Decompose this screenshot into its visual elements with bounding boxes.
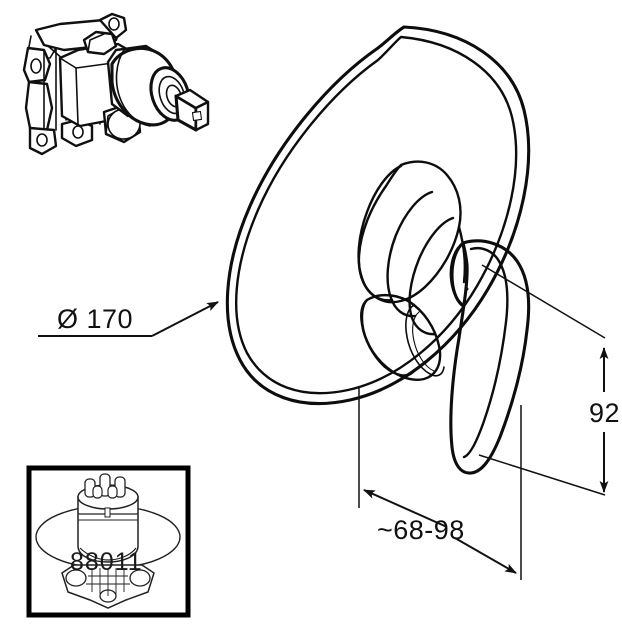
- handle-height-dimension-label: 92: [589, 398, 620, 428]
- diameter-dimension-label: Ø 170: [57, 304, 133, 334]
- handle-hub-cylinder: [357, 160, 466, 336]
- dimension-diameter: Ø 170: [38, 301, 219, 337]
- inset-screw-posts: [84, 473, 126, 499]
- inset-cartridge: [77, 473, 139, 563]
- inset-part-number: 88011: [70, 548, 143, 576]
- inset-contents: 88011: [35, 473, 181, 609]
- escutcheon-plate: [225, 25, 531, 406]
- cartridge-inset: 88011: [26, 465, 191, 618]
- dimension-projection: ~68-98: [358, 388, 522, 580]
- diverter-knob: [360, 293, 445, 381]
- inset-mounting-body: [61, 564, 155, 609]
- valve-body-detail: [22, 12, 210, 156]
- projection-dimension-label: ~68-98: [377, 515, 465, 545]
- valve-cartridge: [106, 44, 210, 132]
- dimension-handle-height: 92: [478, 264, 620, 496]
- lever-handle: [449, 239, 531, 475]
